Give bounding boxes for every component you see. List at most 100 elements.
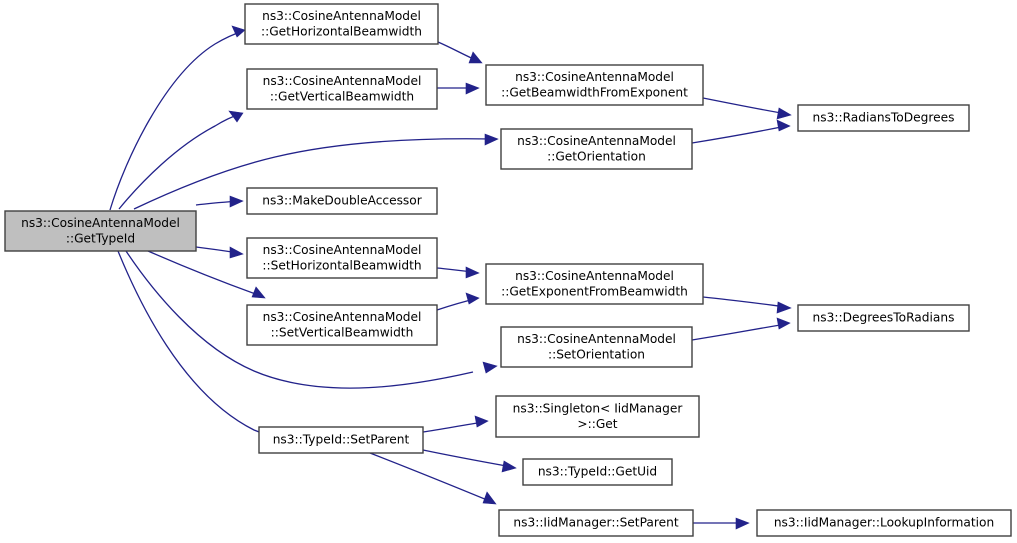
node-box[interactable] xyxy=(485,263,704,305)
node-box[interactable] xyxy=(522,458,673,486)
graph-node-set-horizontal-beamwidth[interactable]: ns3::CosineAntennaModel::SetHorizontalBe… xyxy=(246,237,438,279)
nodes-layer: ns3::CosineAntennaModel::GetTypeIdns3::C… xyxy=(4,3,1012,537)
node-box[interactable] xyxy=(246,304,438,346)
edge-line xyxy=(422,421,485,433)
call-edge xyxy=(692,517,750,530)
arrowhead-icon xyxy=(501,460,517,473)
graph-node-degrees-to-radians[interactable]: ns3::DegreesToRadians xyxy=(797,304,970,332)
call-edge xyxy=(195,246,244,259)
node-label: ns3::TypeId::SetParent xyxy=(273,433,410,447)
node-label: ns3::CosineAntennaModel xyxy=(262,9,421,23)
edge-line xyxy=(133,138,495,210)
node-box[interactable] xyxy=(485,64,704,106)
node-label: ::SetHorizontalBeamwidth xyxy=(262,258,421,272)
node-label: ::GetExponentFromBeamwidth xyxy=(501,284,688,298)
call-edge xyxy=(369,452,497,505)
node-box[interactable] xyxy=(4,210,197,252)
graph-node-get-beamwidth-from-exponent[interactable]: ns3::CosineAntennaModel::GetBeamwidthFro… xyxy=(485,64,704,106)
arrowhead-icon xyxy=(228,110,244,123)
call-edge xyxy=(702,296,792,314)
edge-line xyxy=(109,30,244,211)
node-box[interactable] xyxy=(756,509,1012,537)
call-edge xyxy=(118,110,244,210)
node-label: ::GetVerticalBeamwidth xyxy=(270,89,414,103)
call-edge xyxy=(437,41,483,64)
call-edge xyxy=(702,97,792,120)
edge-line xyxy=(702,97,788,115)
call-edge xyxy=(436,82,480,95)
call-edge xyxy=(422,415,489,433)
call-edge xyxy=(125,250,498,389)
graph-node-set-orientation[interactable]: ns3::CosineAntennaModel::SetOrientation xyxy=(500,326,693,368)
node-box[interactable] xyxy=(246,68,438,110)
node-label: ns3::CosineAntennaModel xyxy=(517,332,676,346)
edge-line xyxy=(369,452,493,503)
node-label: ns3::RadiansToDegrees xyxy=(813,111,955,125)
graph-node-get-type-id[interactable]: ns3::CosineAntennaModel::GetTypeId xyxy=(4,210,197,252)
node-label: >::Get xyxy=(577,417,617,431)
graph-node-radians-to-degrees[interactable]: ns3::RadiansToDegrees xyxy=(797,104,970,132)
node-label: ns3::CosineAntennaModel xyxy=(515,70,674,84)
node-label: ::SetVerticalBeamwidth xyxy=(271,325,414,339)
node-label: ns3::IidManager::SetParent xyxy=(513,516,678,530)
graph-node-get-vertical-beamwidth[interactable]: ns3::CosineAntennaModel::GetVerticalBeam… xyxy=(246,68,438,110)
call-edge xyxy=(436,292,480,311)
arrowhead-icon xyxy=(251,286,266,299)
node-label: ns3::TypeId::GetUid xyxy=(538,465,657,479)
arrowhead-icon xyxy=(474,415,489,428)
node-box[interactable] xyxy=(244,3,439,45)
call-edge xyxy=(147,250,266,299)
arrowhead-icon xyxy=(776,119,791,132)
graph-node-type-id-get-uid[interactable]: ns3::TypeId::GetUid xyxy=(522,458,673,486)
node-label: ns3::CosineAntennaModel xyxy=(263,74,422,88)
call-edge xyxy=(691,119,791,144)
call-edge xyxy=(691,317,791,341)
node-label: ::SetOrientation xyxy=(548,347,645,361)
node-label: ns3::CosineAntennaModel xyxy=(517,134,676,148)
node-box[interactable] xyxy=(797,304,970,332)
graph-node-singleton-iid-manager-get[interactable]: ns3::Singleton< IidManager>::Get xyxy=(495,395,700,438)
arrowhead-icon xyxy=(735,517,750,530)
node-box[interactable] xyxy=(498,509,694,537)
graph-node-iid-manager-lookup-information[interactable]: ns3::IidManager::LookupInformation xyxy=(756,509,1012,537)
arrowhead-icon xyxy=(484,133,499,146)
node-label: ns3::Singleton< IidManager xyxy=(513,401,684,415)
arrowhead-icon xyxy=(776,107,792,120)
edge-line xyxy=(422,449,513,468)
arrowhead-icon xyxy=(465,82,480,95)
arrowhead-icon xyxy=(468,51,483,64)
node-label: ::GetTypeId xyxy=(66,231,135,245)
graph-node-get-horizontal-beamwidth[interactable]: ns3::CosineAntennaModel::GetHorizontalBe… xyxy=(244,3,439,45)
node-label: ::GetBeamwidthFromExponent xyxy=(501,85,688,99)
call-edge xyxy=(109,25,246,211)
edge-line xyxy=(691,125,787,144)
graph-node-get-exponent-from-beamwidth[interactable]: ns3::CosineAntennaModel::GetExponentFrom… xyxy=(485,263,704,305)
node-box[interactable] xyxy=(258,426,424,454)
node-label: ::GetHorizontalBeamwidth xyxy=(261,24,422,38)
arrowhead-icon xyxy=(482,491,497,505)
node-label: ns3::CosineAntennaModel xyxy=(515,269,674,283)
arrowhead-icon xyxy=(482,361,498,374)
graph-node-get-orientation[interactable]: ns3::CosineAntennaModel::GetOrientation xyxy=(500,128,693,170)
graph-node-type-id-set-parent[interactable]: ns3::TypeId::SetParent xyxy=(258,426,424,454)
call-edge xyxy=(195,195,244,208)
call-edge xyxy=(422,449,517,473)
node-label: ::GetOrientation xyxy=(547,149,646,163)
node-box[interactable] xyxy=(500,128,693,170)
arrowhead-icon xyxy=(465,266,480,279)
node-box[interactable] xyxy=(500,326,693,368)
arrowhead-icon xyxy=(229,195,244,208)
graph-node-make-double-accessor[interactable]: ns3::MakeDoubleAccessor xyxy=(246,187,438,215)
edge-line xyxy=(691,323,787,341)
call-edge xyxy=(436,266,480,279)
graph-node-set-vertical-beamwidth[interactable]: ns3::CosineAntennaModel::SetVerticalBeam… xyxy=(246,304,438,346)
node-box[interactable] xyxy=(495,395,700,438)
node-box[interactable] xyxy=(246,187,438,215)
edge-line xyxy=(147,250,262,297)
graph-node-iid-manager-set-parent[interactable]: ns3::IidManager::SetParent xyxy=(498,509,694,537)
node-box[interactable] xyxy=(797,104,970,132)
node-box[interactable] xyxy=(246,237,438,279)
node-label: ns3::IidManager::LookupInformation xyxy=(774,516,994,530)
